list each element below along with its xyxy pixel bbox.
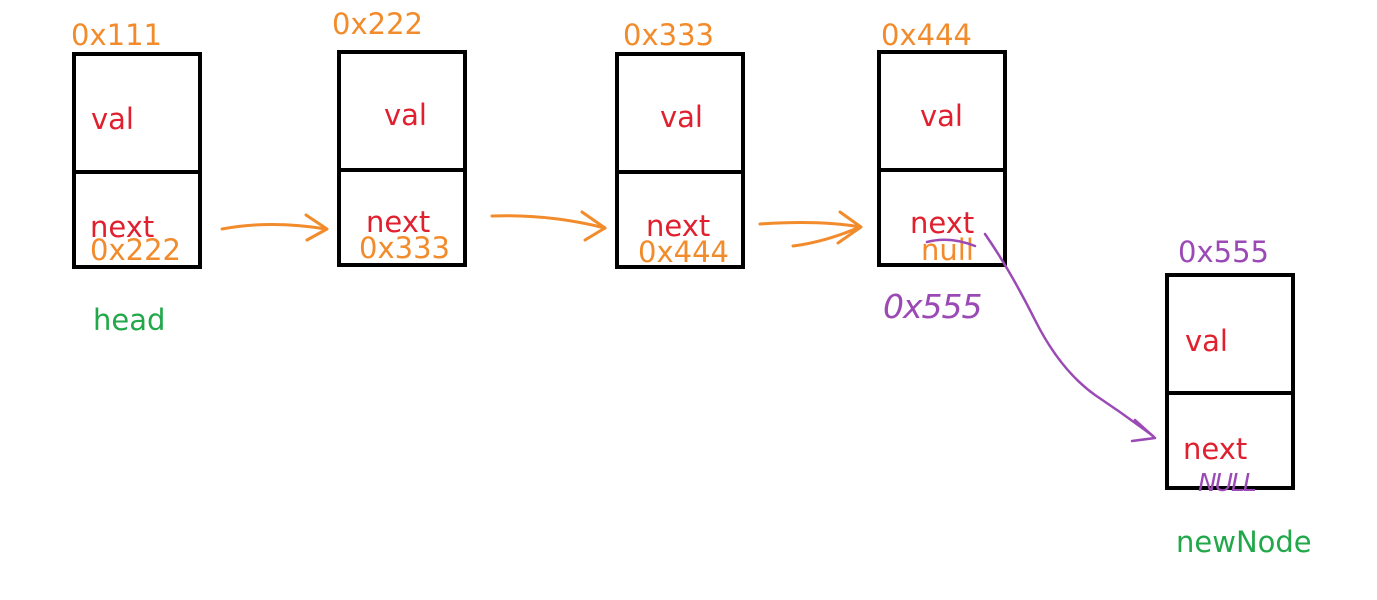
node-1-address: 0x111 (71, 18, 162, 52)
node-3-address: 0x333 (623, 18, 714, 52)
node-2-val-label: val (384, 98, 427, 132)
node-4-val-label: val (920, 99, 963, 133)
node-5-val-label: val (1185, 324, 1228, 358)
arrow-3-to-4 (758, 210, 863, 248)
node-5-address: 0x555 (1178, 235, 1269, 269)
node-3-next-value: 0x444 (638, 235, 729, 269)
node-2-divider (337, 168, 467, 172)
node-3-next-label: next (646, 209, 711, 243)
node-1-next-value: 0x222 (90, 233, 181, 267)
node-4-divider (877, 168, 1007, 172)
node-2-box (337, 50, 467, 267)
new-node-label: newNode (1176, 525, 1312, 559)
arrow-2-to-3 (490, 210, 607, 242)
node-3-box (615, 52, 745, 269)
node-1-val-label: val (91, 102, 134, 136)
node-5-box (1165, 273, 1295, 490)
arrow-4-to-5 (983, 232, 1157, 443)
node-3-divider (615, 170, 745, 174)
node-2-next-value: 0x333 (359, 231, 450, 265)
node-2-next-label: next (366, 205, 431, 239)
node-4-address: 0x444 (881, 18, 972, 52)
node-1-next-label: next (90, 210, 155, 244)
node-5-divider (1165, 391, 1295, 395)
node-1-divider (72, 170, 202, 174)
node-4-handwritten-update: 0x555 (883, 287, 982, 326)
node-4-next-label: next (910, 206, 975, 240)
node-3-val-label: val (660, 100, 703, 134)
node-5-next-label: next (1183, 432, 1248, 466)
node-1-box (72, 52, 202, 269)
node-2-address: 0x222 (332, 7, 423, 41)
node-4-next-value: null (921, 233, 974, 267)
head-label: head (93, 303, 166, 337)
node-4-box (877, 50, 1007, 267)
arrow-1-to-2 (220, 213, 329, 242)
